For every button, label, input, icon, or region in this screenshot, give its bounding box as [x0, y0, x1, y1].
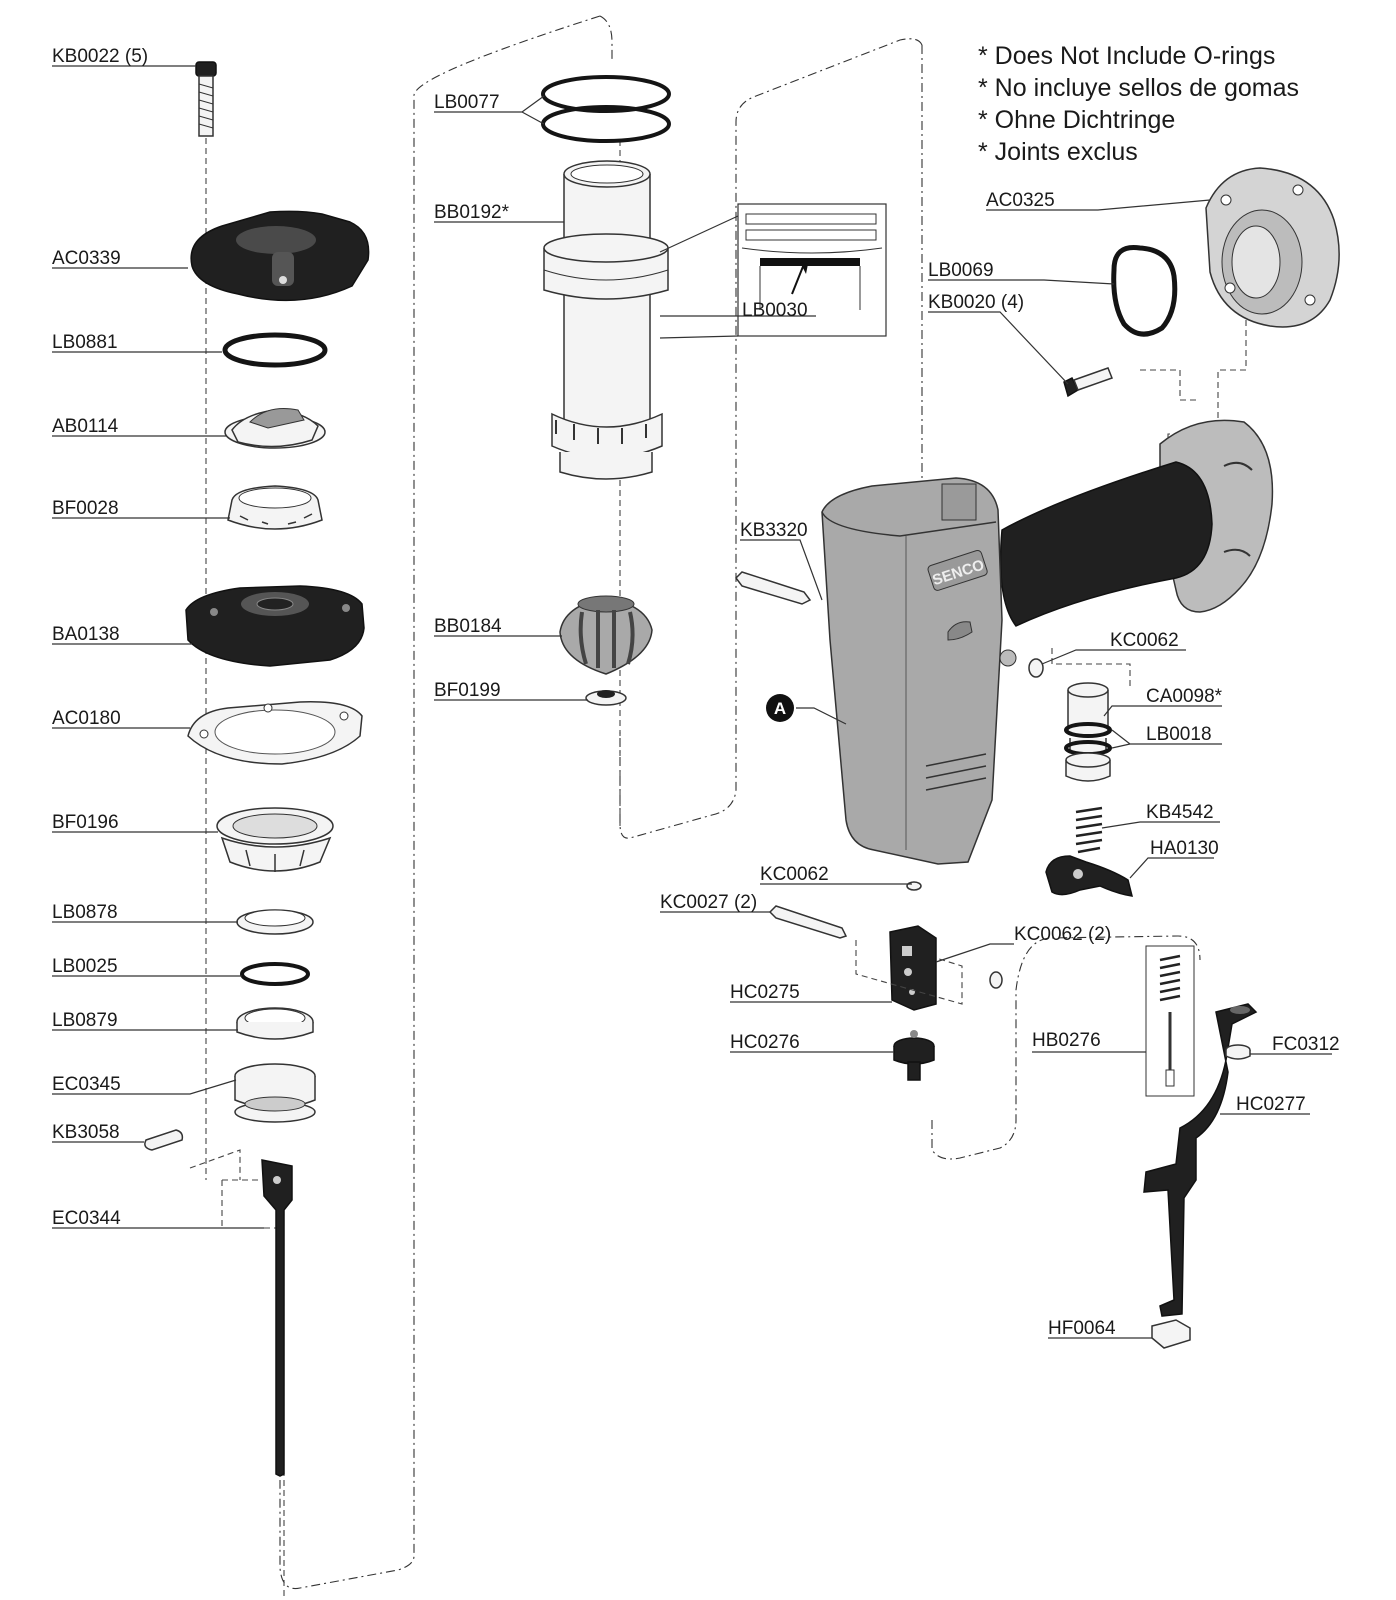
cap-fc0312 [1225, 1044, 1251, 1060]
label-lb0077: LB0077 [434, 92, 500, 113]
assembly-path-driver [189, 1149, 282, 1229]
contact-arm-hc0277 [1143, 1003, 1258, 1317]
pin-kb3320 [735, 571, 812, 605]
label-hf0064: HF0064 [1048, 1318, 1116, 1339]
inset-lb0030 [737, 203, 887, 337]
washer-bf0199 [585, 690, 627, 706]
screw-kb0020 [1063, 367, 1113, 398]
oring-lb0881 [222, 332, 328, 368]
inset-leaders [659, 215, 739, 339]
valve-ab0114 [224, 408, 326, 449]
note-spanish: * No incluye sellos de gomas [978, 74, 1299, 102]
label-bf0196: BF0196 [52, 812, 119, 833]
trigger-guide [855, 940, 963, 1005]
label-kb0020: KB0020 (4) [928, 292, 1024, 313]
label-kc0027: KC0027 (2) [660, 892, 757, 913]
oring-lb0025 [240, 962, 310, 986]
handle-grip [999, 419, 1274, 627]
label-lb0018: LB0018 [1146, 724, 1212, 745]
valve-ca0098 [1064, 682, 1112, 782]
inset-hb0276 [1145, 945, 1195, 1097]
plate-ba0138 [185, 585, 365, 667]
label-fc0312: FC0312 [1272, 1034, 1340, 1055]
bumper-ec0345 [234, 1063, 316, 1123]
seal-bf0028 [227, 485, 323, 530]
piston-bb0184 [559, 595, 653, 675]
oring-lb0077-top [541, 75, 671, 113]
label-kb4542: KB4542 [1146, 802, 1214, 823]
seal-lb0069 [1111, 244, 1178, 337]
ring-lb0879 [236, 1007, 314, 1040]
note-german: * Ohne Dichtringe [978, 106, 1175, 134]
label-bf0199: BF0199 [434, 680, 501, 701]
label-kb3058: KB3058 [52, 1122, 120, 1143]
pin-kb3058 [144, 1129, 184, 1151]
label-bb0192: BB0192* [434, 202, 510, 223]
label-hc0277: HC0277 [1236, 1094, 1306, 1115]
pad-hf0064 [1151, 1319, 1191, 1349]
washer-kc0062-a [1028, 658, 1044, 678]
cap-ac0339 [190, 210, 370, 302]
label-ec0345: EC0345 [52, 1074, 121, 1095]
callout-a: A [766, 694, 794, 722]
label-kc0062-a: KC0062 [1110, 630, 1179, 651]
label-lb0881: LB0881 [52, 332, 118, 353]
label-hc0275: HC0275 [730, 982, 800, 1003]
label-hb0276: HB0276 [1032, 1030, 1101, 1051]
label-ac0325: AC0325 [986, 190, 1055, 211]
label-kc0062-c: KC0062 (2) [1014, 924, 1111, 945]
part-labels: KB0022 (5) AC0339 LB0881 AB0114 BF0028 B… [52, 46, 1340, 1339]
label-ba0138: BA0138 [52, 624, 120, 645]
valve-hc0276 [893, 1030, 935, 1081]
label-ac0339: AC0339 [52, 248, 121, 269]
assembly-path-cylinder [619, 38, 923, 839]
label-bb0184: BB0184 [434, 616, 502, 637]
label-lb0879: LB0879 [52, 1010, 118, 1031]
pin-kc0027 [768, 905, 848, 939]
assembly-path-cap [1167, 300, 1247, 472]
note-french: * Joints exclus [978, 138, 1138, 166]
label-lb0069: LB0069 [928, 260, 994, 281]
washer-kc0062-c [989, 971, 1003, 989]
label-lb0030: LB0030 [742, 300, 808, 321]
driver-ec0344 [261, 1159, 293, 1477]
gasket-ac0180 [187, 701, 363, 765]
note-english: * Does Not Include O-rings [978, 42, 1275, 70]
notes-block: * Does Not Include O-rings * No incluye … [978, 42, 1299, 166]
spring-kb4542 [1075, 806, 1103, 854]
label-kb3320: KB3320 [740, 520, 808, 541]
label-ec0344: EC0344 [52, 1208, 121, 1229]
label-kb0022: KB0022 (5) [52, 46, 148, 67]
cylinder-bb0192 [543, 160, 669, 480]
trigger-hc0275 [889, 925, 937, 1011]
label-lb0025: LB0025 [52, 956, 118, 977]
leader-lines [52, 65, 1332, 1339]
label-ha0130: HA0130 [1150, 838, 1219, 859]
endcap-ac0325 [1205, 167, 1340, 328]
housing-bf0196 [216, 807, 334, 872]
label-lb0878: LB0878 [52, 902, 118, 923]
assembly-path-upper [279, 15, 613, 1590]
label-bf0028: BF0028 [52, 498, 119, 519]
assembly-path-screw [1140, 369, 1200, 401]
washer-kc0062-b [906, 881, 922, 891]
lever-ha0130 [1045, 855, 1133, 897]
assembly-path-trigger [931, 935, 1201, 1160]
label-ac0180: AC0180 [52, 708, 121, 729]
label-ab0114: AB0114 [52, 416, 119, 437]
label-ca0098: CA0098* [1146, 686, 1223, 707]
screw-kb0022 [195, 61, 217, 137]
label-kc0062-b: KC0062 [760, 864, 829, 885]
ring-lb0878 [236, 909, 314, 935]
assembly-path-valve [1051, 648, 1131, 690]
tool-body: SENCO [821, 477, 1017, 865]
callout-a-label: A [774, 699, 786, 718]
label-hc0276: HC0276 [730, 1032, 800, 1053]
